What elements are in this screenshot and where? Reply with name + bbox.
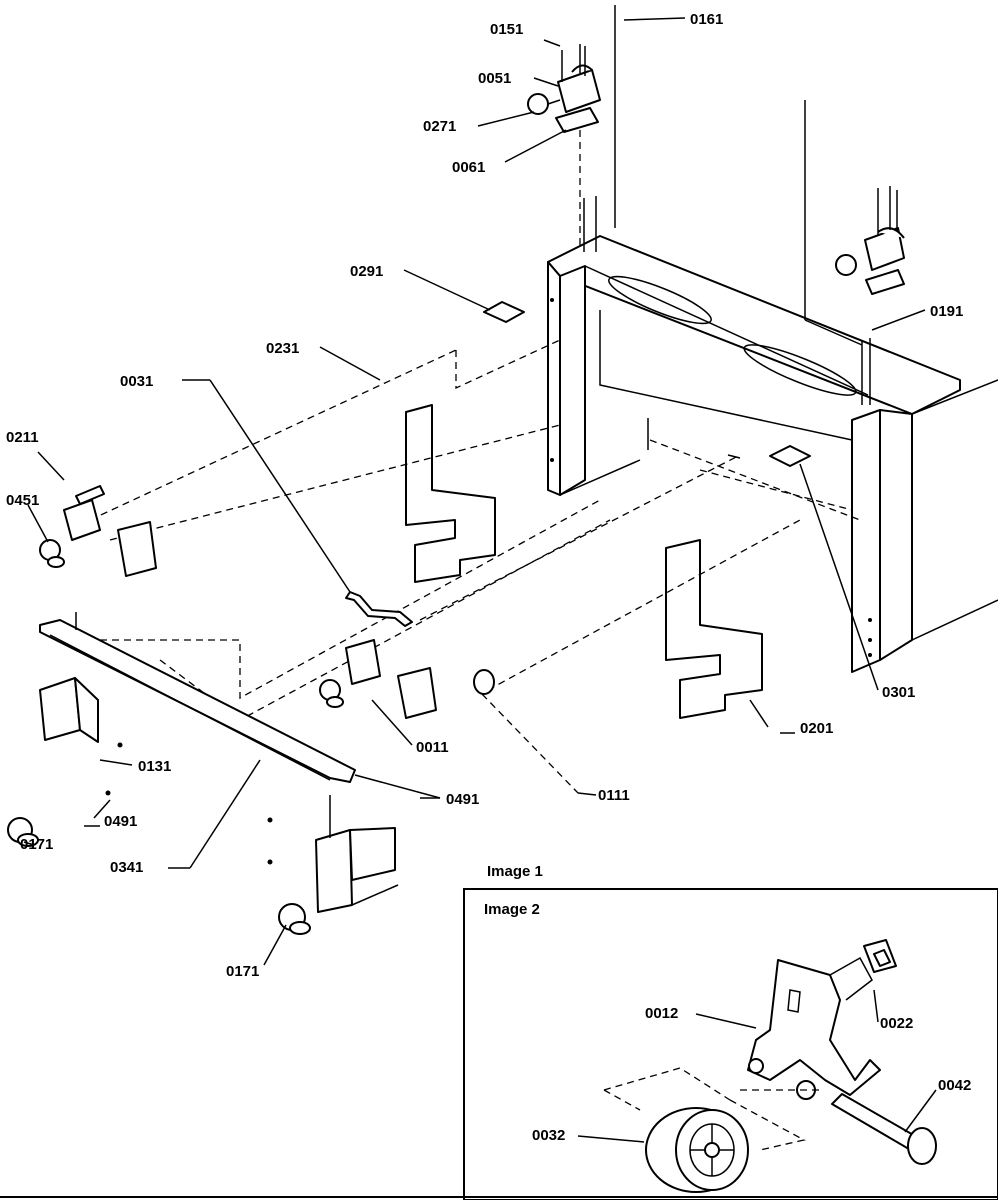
callout-0011: 0011 [416, 739, 449, 756]
callout-0491-right: 0491 [446, 791, 479, 808]
callout-0022: 0022 [880, 1015, 913, 1032]
callout-0271: 0271 [423, 118, 456, 135]
callout-0061: 0061 [452, 159, 485, 176]
cabinet-base-frame [547, 235, 998, 673]
callout-0131: 0131 [138, 758, 171, 775]
caster-bracket-0171-lower [267, 795, 399, 935]
callout-0291: 0291 [350, 263, 383, 280]
right-hinge-assembly [835, 186, 905, 405]
bracket-0291 [483, 301, 525, 323]
callout-0171-lower: 0171 [226, 963, 259, 980]
upper-hinge-assembly [527, 44, 601, 252]
inset-detail: Image 1 Image 2 0012 0022 0042 003 [463, 863, 998, 1200]
callout-0051: 0051 [478, 70, 511, 87]
callout-0111: 0111 [598, 787, 630, 804]
roller-0111 [473, 669, 495, 695]
rod-0161 [614, 5, 863, 346]
callout-0301: 0301 [882, 684, 915, 701]
inset-image1-label: Image 1 [487, 863, 543, 880]
callout-0211: 0211 [6, 429, 39, 446]
callout-0161: 0161 [690, 11, 723, 28]
callout-0231: 0231 [266, 340, 299, 357]
bracket-0012 [747, 959, 881, 1096]
inset-image2-label: Image 2 [484, 901, 540, 918]
bracket-0301 [769, 445, 811, 467]
caster-bracket-0211 [39, 485, 157, 577]
callout-0012: 0012 [645, 1005, 678, 1022]
side-panel-left [405, 404, 496, 583]
callout-0032: 0032 [532, 1127, 565, 1144]
callout-0201: 0201 [800, 720, 833, 737]
callout-0341: 0341 [110, 859, 143, 876]
side-panel-0201 [665, 539, 763, 719]
callout-0042: 0042 [938, 1077, 971, 1094]
callout-0191: 0191 [930, 303, 963, 320]
leader-lines [23, 17, 926, 966]
callout-0151: 0151 [490, 21, 523, 38]
callout-0491-left: 0491 [104, 813, 137, 830]
callout-0451: 0451 [6, 492, 39, 509]
callout-0031: 0031 [120, 373, 153, 390]
pipe-0031 [345, 591, 413, 627]
callout-0171-left: 0171 [20, 836, 53, 853]
front-rail-0341 [7, 612, 356, 847]
caster-bracket-0011 [319, 639, 437, 719]
